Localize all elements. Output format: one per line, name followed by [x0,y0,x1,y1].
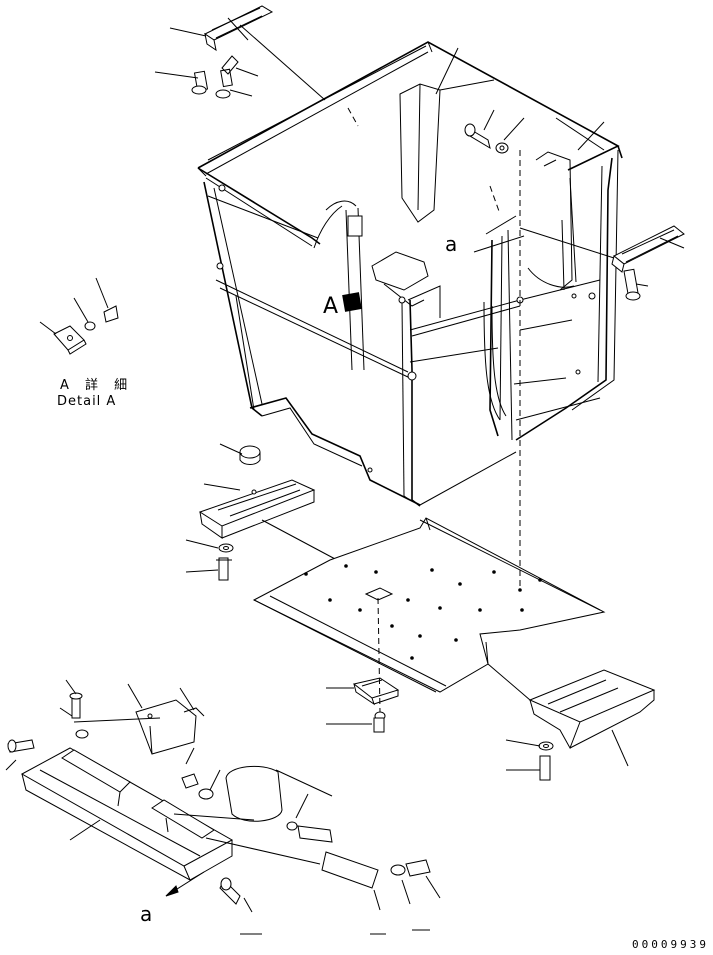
arrow-a-callout-bottom: a [140,902,153,926]
roof-support-bracket [399,47,495,223]
cab-frame [197,41,623,507]
arrow-a-callout-top: a [445,232,458,256]
view-a-callout: A [323,294,339,319]
roof-bolt-assembly [464,109,605,154]
detail-a-label-english: Detail A [57,394,117,409]
floor-plate [252,517,606,693]
top-handrail-assembly [154,5,326,101]
assembly-centerlines [347,107,521,713]
detail-a-drawing [39,277,119,355]
document-number: 00009939 [632,938,709,951]
left-step-assembly [185,443,353,581]
lower-step-assembly [5,679,441,935]
right-step-assembly [485,641,656,781]
right-handrail-assembly [519,225,685,301]
detail-a-label-japanese: A 詳 細 [60,378,134,393]
floor-clip-assembly [326,677,400,733]
